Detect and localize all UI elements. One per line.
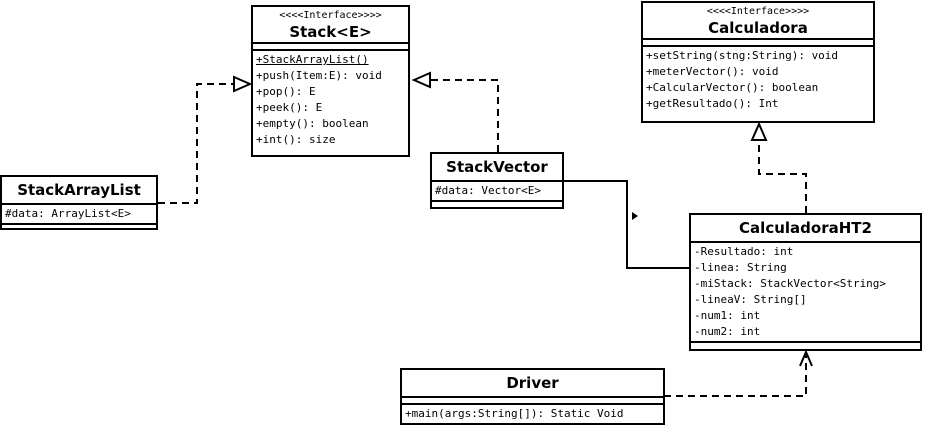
dependency-driver-to-calculadoraht2 bbox=[664, 352, 807, 397]
class-calculadoraht2[interactable]: CalculadoraHT2 -Resultado: int -linea: S… bbox=[689, 213, 922, 351]
class-header: StackVector bbox=[432, 154, 562, 182]
class-header: <<<<Interface>>>> Calculadora bbox=[643, 3, 873, 40]
operation: +pop(): E bbox=[256, 85, 316, 98]
interface-stack[interactable]: <<<<Interface>>>> Stack<E> +StackArrayLi… bbox=[251, 5, 410, 157]
realization-stackarraylist-to-stack bbox=[158, 83, 234, 204]
attribute: -linea: String bbox=[694, 261, 787, 274]
attributes-section bbox=[402, 398, 663, 405]
operation: +CalcularVector(): boolean bbox=[646, 81, 819, 94]
class-name: Calculadora bbox=[708, 19, 808, 37]
operation: +peek(): E bbox=[256, 101, 323, 114]
realization-arrowhead-stack-right bbox=[411, 71, 431, 89]
operation: +setString(stng:String): void bbox=[646, 49, 839, 62]
realization-stackvector-to-stack bbox=[430, 79, 499, 152]
class-name: Stack<E> bbox=[289, 23, 372, 41]
operation: +empty(): boolean bbox=[256, 117, 369, 130]
operation: +int(): size bbox=[256, 133, 336, 146]
operation: +push(Item:E): void bbox=[256, 69, 382, 82]
class-header: CalculadoraHT2 bbox=[691, 215, 920, 243]
operations-section: +main(args:String[]): Static Void bbox=[402, 405, 663, 423]
attributes-section bbox=[253, 44, 408, 51]
attributes-section bbox=[643, 40, 873, 47]
class-header: Driver bbox=[402, 370, 663, 398]
operations-section: +StackArrayList() +push(Item:E): void +p… bbox=[253, 51, 408, 149]
class-driver[interactable]: Driver +main(args:String[]): Static Void bbox=[400, 368, 665, 425]
operation: +StackArrayList() bbox=[256, 53, 369, 66]
operations-section bbox=[2, 225, 156, 230]
operations-section bbox=[691, 343, 920, 348]
interface-calculadora[interactable]: <<<<Interface>>>> Calculadora +setString… bbox=[641, 1, 875, 123]
realization-arrowhead-calculadora bbox=[750, 121, 768, 141]
attributes-section: #data: ArrayList<E> bbox=[2, 205, 156, 225]
attributes-section: #data: Vector<E> bbox=[432, 182, 562, 202]
stereotype: <<<<Interface>>>> bbox=[706, 6, 810, 17]
operation: +meterVector(): void bbox=[646, 65, 779, 78]
class-name: StackArrayList bbox=[17, 181, 141, 199]
class-name: Driver bbox=[506, 374, 559, 392]
attribute: -num1: int bbox=[694, 309, 761, 322]
class-header: <<<<Interface>>>> Stack<E> bbox=[253, 7, 408, 44]
class-name: CalculadoraHT2 bbox=[739, 219, 872, 237]
attribute: #data: Vector<E> bbox=[435, 184, 541, 197]
association-direction-marker bbox=[632, 212, 638, 220]
operation: +getResultado(): Int bbox=[646, 97, 779, 110]
class-stackarraylist[interactable]: StackArrayList #data: ArrayList<E> bbox=[0, 175, 158, 230]
attribute: -miStack: StackVector<String> bbox=[694, 277, 887, 290]
attribute: -lineaV: String[] bbox=[694, 293, 807, 306]
attribute: #data: ArrayList<E> bbox=[5, 207, 131, 220]
stereotype: <<<<Interface>>>> bbox=[279, 10, 382, 21]
operations-section bbox=[432, 202, 562, 207]
attribute: -num2: int bbox=[694, 325, 761, 338]
dependency-arrowhead bbox=[799, 349, 813, 367]
realization-calculadoraht2-to-calculadora bbox=[758, 140, 807, 213]
class-name: StackVector bbox=[446, 158, 548, 176]
class-stackvector[interactable]: StackVector #data: Vector<E> bbox=[430, 152, 564, 209]
operation: +main(args:String[]): Static Void bbox=[405, 407, 624, 420]
association-stackvector-calculadoraht2 bbox=[564, 180, 689, 269]
operations-section: +setString(stng:String): void +meterVect… bbox=[643, 47, 873, 113]
attributes-section: -Resultado: int -linea: String -miStack:… bbox=[691, 243, 920, 343]
realization-arrowhead-stack-left bbox=[233, 75, 253, 93]
attribute: -Resultado: int bbox=[694, 245, 794, 258]
class-header: StackArrayList bbox=[2, 177, 156, 205]
